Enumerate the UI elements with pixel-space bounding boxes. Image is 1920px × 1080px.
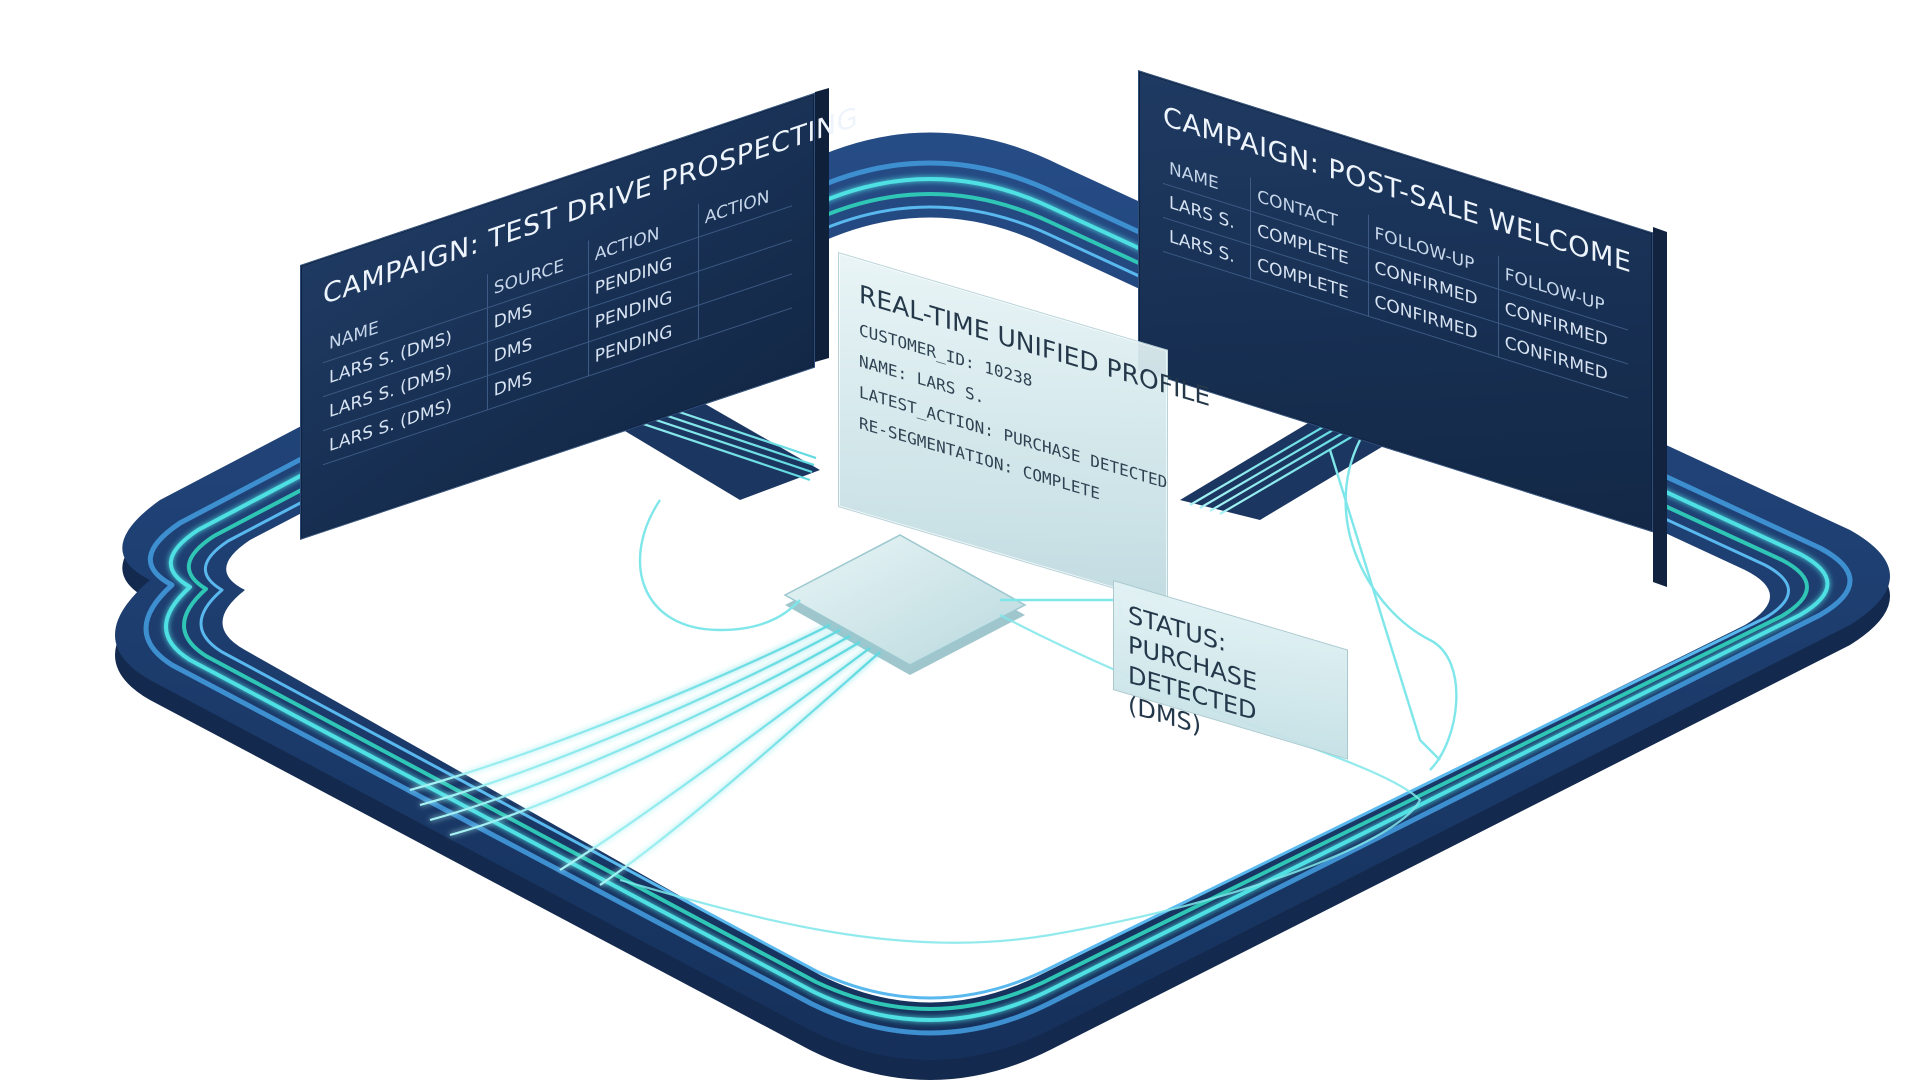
right-panel-edge xyxy=(1653,227,1667,587)
central-chip-top xyxy=(783,534,1027,666)
right-connector-fibers xyxy=(1189,419,1366,515)
left-panel-side-edge xyxy=(815,88,829,362)
wire-right-drop xyxy=(1328,449,1441,761)
fiber-bundle-southwest xyxy=(409,624,881,886)
wire-loop-left xyxy=(638,499,801,632)
wire-right-loop xyxy=(1344,439,1458,771)
